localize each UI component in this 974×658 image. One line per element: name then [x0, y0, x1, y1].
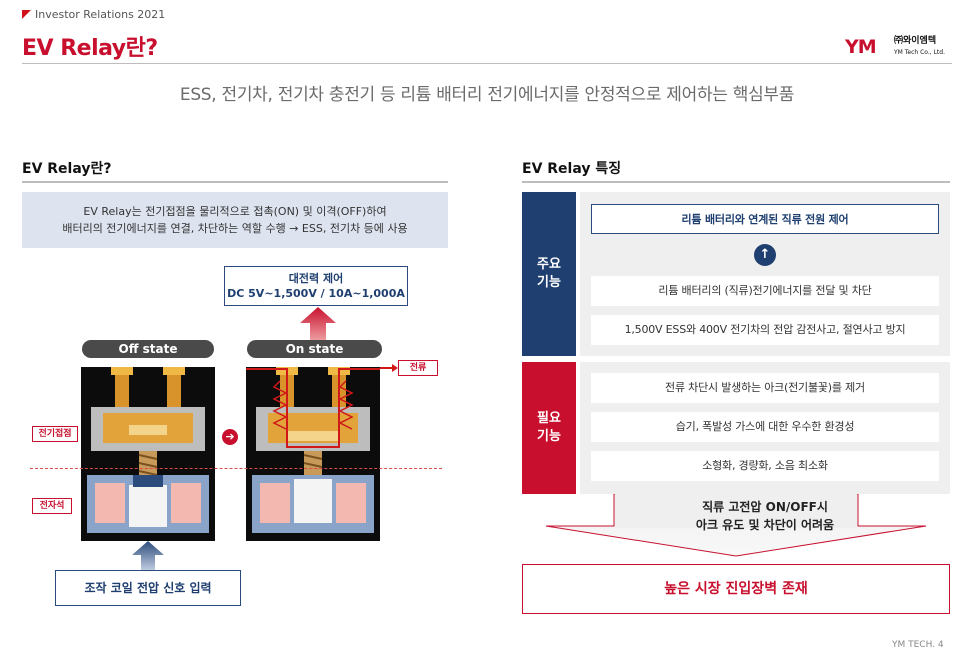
- main-group-label-line-2: 기능: [537, 275, 561, 290]
- current-arrow-icon: [380, 364, 398, 372]
- required-feature-3: 소형화, 경량화, 소음 최소화: [591, 451, 939, 481]
- contact-tag: 전기접점: [32, 426, 78, 442]
- funnel-caption-line-2: 아크 유도 및 차단이 어려움: [695, 518, 835, 532]
- description-line-1: EV Relay는 전기접점을 물리적으로 접촉(ON) 및 이격(OFF)하여: [83, 205, 387, 218]
- relay-off-cutaway-icon: [87, 367, 209, 533]
- section-label: Investor Relations 2021: [35, 8, 166, 21]
- funnel-shape: [545, 494, 927, 557]
- transition-arrow-icon: ➔: [222, 429, 238, 445]
- main-feature-2: 리튬 배터리의 (직류)전기에너지를 전달 및 차단: [591, 276, 939, 306]
- right-section-rule: [522, 181, 950, 183]
- main-functions-label: 주요 기능: [522, 192, 576, 356]
- contact-divider-line: [30, 468, 442, 469]
- magnet-tag: 전자석: [32, 498, 72, 514]
- left-section-heading: EV Relay란?: [22, 161, 112, 177]
- page-number: YM TECH. 4: [892, 640, 944, 650]
- coil-input-arrow-icon: [132, 541, 164, 571]
- header-divider: [22, 63, 952, 64]
- power-control-title: 대전력 제어: [288, 272, 344, 285]
- current-tag: 전류: [398, 360, 438, 376]
- req-group-label-line-1: 필요: [537, 411, 561, 426]
- required-feature-2: 습기, 폭발성 가스에 대한 우수한 환경성: [591, 412, 939, 442]
- power-control-box: 대전력 제어 DC 5V~1,500V / 10A~1,000A: [224, 266, 408, 306]
- brand-corner-mark: [22, 10, 31, 19]
- main-group-label-line-1: 주요: [537, 257, 561, 272]
- relay-off-illustration: [81, 367, 215, 541]
- relay-on-illustration: [246, 367, 380, 541]
- relay-on-cutaway-icon: [246, 367, 380, 533]
- left-section-rule: [22, 181, 448, 183]
- power-control-spec: DC 5V~1,500V / 10A~1,000A: [227, 287, 405, 300]
- on-state-label: On state: [247, 340, 382, 358]
- req-group-label-line-2: 기능: [537, 429, 561, 444]
- description-line-2: 배터리의 전기에너지를 연결, 차단하는 역할 수행 → ESS, 전기차 등에…: [62, 222, 408, 235]
- main-feature-1: 리튬 배터리와 연계된 직류 전원 제어: [591, 204, 939, 234]
- logo-company-name-en: YM Tech Co., Ltd.: [894, 49, 945, 56]
- page-subtitle: ESS, 전기차, 전기차 충전기 등 리튬 배터리 전기에너지를 안정적으로 …: [179, 85, 795, 105]
- company-logo-mark: YM: [845, 36, 877, 58]
- conclusion-box: 높은 시장 진입장벽 존재: [522, 564, 950, 614]
- relay-description: EV Relay는 전기접점을 물리적으로 접촉(ON) 및 이격(OFF)하여…: [22, 192, 448, 248]
- right-section-heading: EV Relay 특징: [522, 161, 622, 177]
- main-feature-3: 1,500V ESS와 400V 전기차의 전압 감전사고, 절연사고 방지: [591, 315, 939, 345]
- arrow-up-icon: ↑: [754, 244, 776, 266]
- logo-mark-text: YM: [845, 36, 877, 58]
- logo-company-name: ㈜와이엠텍: [894, 36, 937, 46]
- required-feature-1: 전류 차단시 발생하는 아크(전기불꽃)를 제거: [591, 373, 939, 403]
- page-title: EV Relay란?: [22, 36, 158, 61]
- funnel-caption-line-1: 직류 고전압 ON/OFF시: [702, 500, 828, 514]
- company-logo-text: ㈜와이엠텍 YM Tech Co., Ltd.: [894, 36, 945, 58]
- coil-input-box: 조작 코일 전압 신호 입력: [55, 570, 241, 606]
- output-arrow-icon: [300, 307, 336, 345]
- off-state-label: Off state: [82, 340, 214, 358]
- required-functions-label: 필요 기능: [522, 362, 576, 494]
- funnel-caption: 직류 고전압 ON/OFF시 아크 유도 및 차단이 어려움: [600, 498, 930, 534]
